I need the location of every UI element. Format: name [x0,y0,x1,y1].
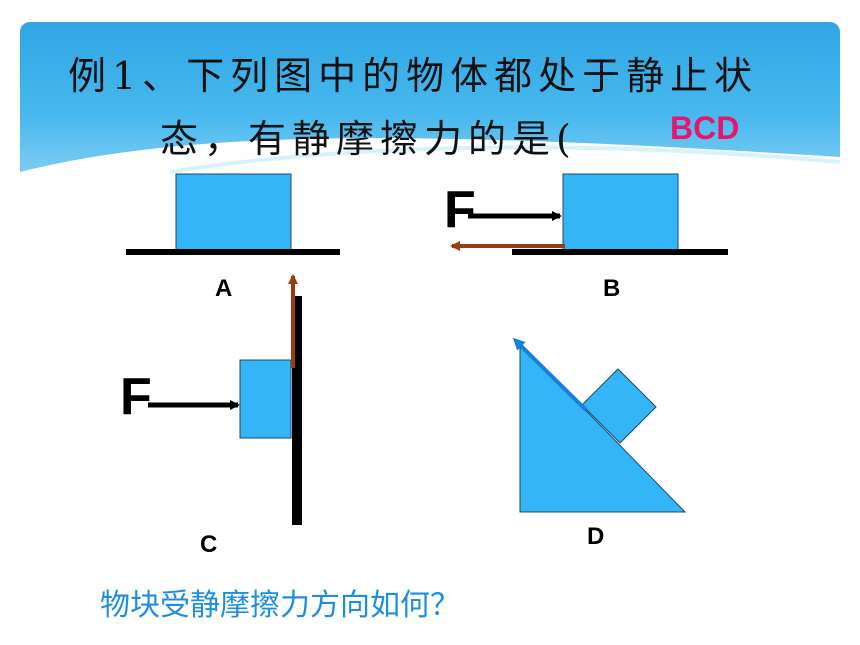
question-text: 物块受静摩擦力方向如何？ [100,588,460,623]
block-d [581,368,657,444]
label-d: D [587,523,605,550]
diagram-b [450,173,728,255]
diagram-d [512,337,687,513]
block-a [175,173,292,252]
force-label-c: F [120,368,152,426]
label-b: B [603,275,621,302]
block-b [562,173,679,252]
force-label-b: F [444,181,476,239]
title-line-2: 态，有静摩擦力的是( [160,117,577,161]
block-c [239,359,292,439]
label-a: A [215,275,233,302]
diagram-c [148,274,302,525]
label-c: C [200,531,218,558]
title-line-1: 例1、下列图中的物体都处于静止状 [68,54,759,98]
answer-text: BCD [670,110,740,146]
diagram-a [126,173,340,255]
friction-arrow-d [512,337,588,412]
